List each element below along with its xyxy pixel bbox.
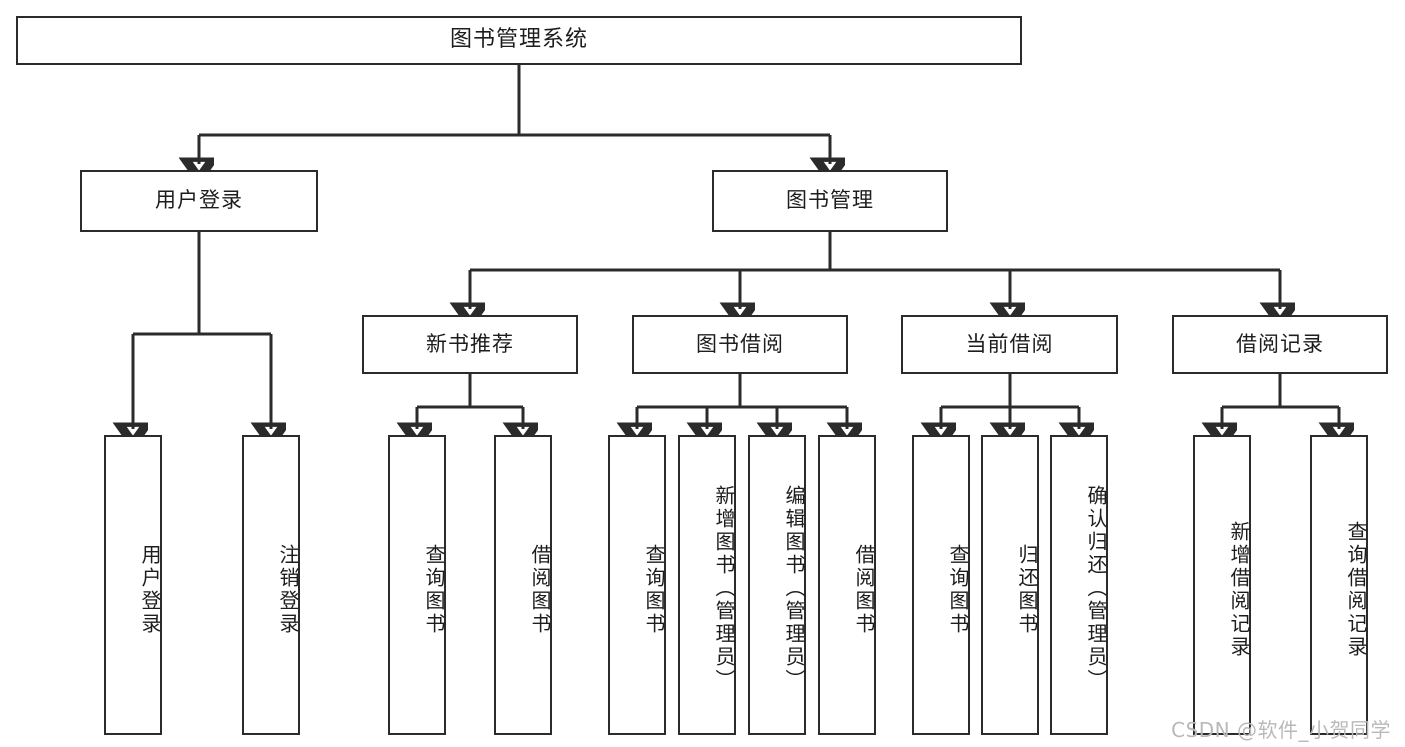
node-leaf-query-record[interactable]: 查询借阅记录 (1310, 435, 1368, 735)
node-label: 借阅记录 (1236, 331, 1324, 356)
node-leaf-user-logout[interactable]: 注销登录 (242, 435, 300, 735)
node-label: 新书推荐 (426, 331, 514, 356)
node-book-borrow[interactable]: 图书借阅 (632, 315, 848, 374)
node-label: 借阅图书 (528, 544, 552, 636)
node-label: 新增借阅记录 (1227, 521, 1251, 659)
node-label: 用户登录 (155, 188, 243, 213)
node-leaf-add-record[interactable]: 新增借阅记录 (1193, 435, 1251, 735)
node-user-login[interactable]: 用户登录 (80, 170, 318, 232)
node-leaf-user-login[interactable]: 用户登录 (104, 435, 162, 735)
node-leaf-borrow-book-1[interactable]: 借阅图书 (494, 435, 552, 735)
node-label: 查询图书 (946, 544, 970, 636)
node-leaf-borrow-book-2[interactable]: 借阅图书 (818, 435, 876, 735)
node-leaf-query-book-2[interactable]: 查询图书 (608, 435, 666, 735)
node-leaf-query-book-3[interactable]: 查询图书 (912, 435, 970, 735)
node-label: 当前借阅 (965, 331, 1054, 356)
node-current-borrow[interactable]: 当前借阅 (901, 315, 1118, 374)
node-label: 用户登录 (138, 544, 162, 636)
csdn-watermark: CSDN @软件_小贺同学 (1171, 718, 1391, 742)
node-book-manage[interactable]: 图书管理 (712, 170, 948, 232)
node-leaf-add-book[interactable]: 新增图书（管理员） (678, 435, 736, 735)
node-label: 图书借阅 (696, 331, 784, 356)
node-leaf-edit-book[interactable]: 编辑图书（管理员） (748, 435, 806, 735)
node-label: 归还图书 (1015, 544, 1039, 636)
node-new-book-recommend[interactable]: 新书推荐 (362, 315, 578, 374)
node-leaf-confirm-return[interactable]: 确认归还（管理员） (1050, 435, 1108, 735)
node-label: 图书管理 (786, 188, 874, 213)
node-label: 查询借阅记录 (1344, 521, 1368, 659)
node-borrow-record[interactable]: 借阅记录 (1172, 315, 1388, 374)
node-label: 确认归还（管理员） (1084, 484, 1108, 692)
node-label: 编辑图书（管理员） (782, 484, 806, 692)
node-leaf-query-book-1[interactable]: 查询图书 (388, 435, 446, 735)
node-label: 图书管理系统 (449, 27, 588, 53)
node-label: 新增图书（管理员） (712, 484, 736, 692)
node-label: 注销登录 (276, 544, 300, 636)
node-label: 查询图书 (642, 544, 666, 636)
node-leaf-return-book[interactable]: 归还图书 (981, 435, 1039, 735)
node-label: 查询图书 (422, 544, 446, 636)
node-root-system[interactable]: 图书管理系统 (16, 16, 1022, 65)
node-label: 借阅图书 (852, 544, 876, 636)
